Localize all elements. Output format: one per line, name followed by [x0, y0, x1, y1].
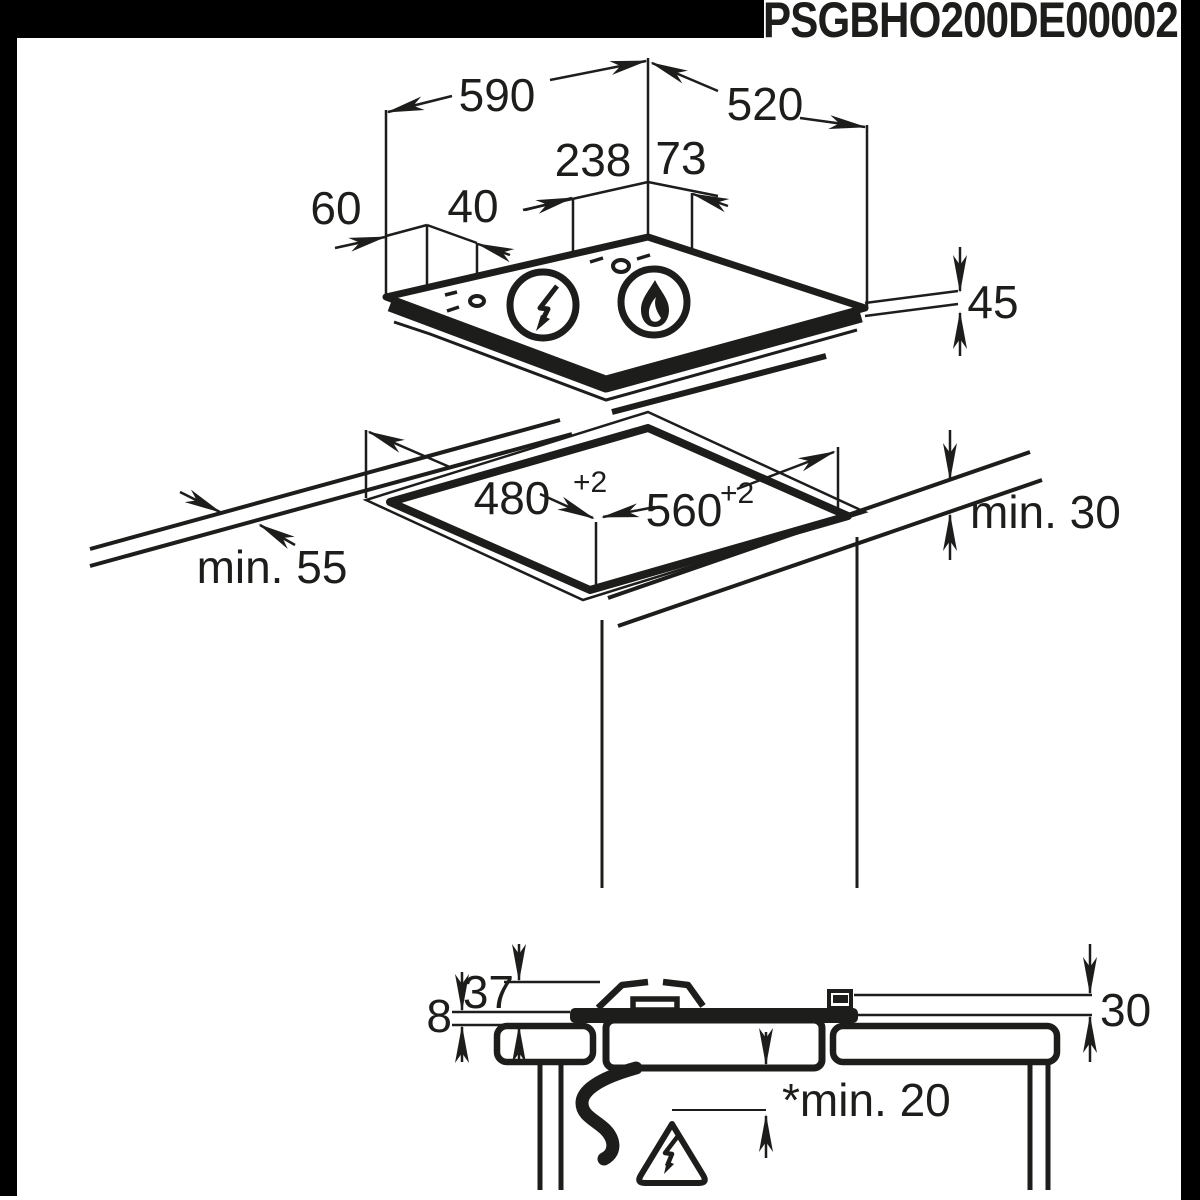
leader-45-bottom	[864, 302, 959, 318]
ignition-dot-gas	[611, 258, 631, 274]
center-mark-dashes	[444, 253, 651, 313]
fixing-clamp-screw	[833, 995, 848, 1003]
worktop-edge-left-top	[89, 418, 561, 551]
dim-front-clearance-label: min. 55	[197, 541, 348, 593]
model-code: PSGBHO200DE00002	[763, 0, 1178, 48]
dim-bottom-clearance-label: *min. 20	[782, 1074, 951, 1126]
arrow-min55-lower	[258, 523, 296, 549]
arrow-560-left	[601, 503, 656, 519]
dim-top-height-label: 30	[1100, 984, 1151, 1036]
arrow-560-right	[736, 450, 836, 491]
warning-bolt-tip	[664, 1161, 674, 1174]
lightning-bolt-icon	[536, 284, 559, 331]
flame-inner	[648, 297, 661, 322]
warning-bolt-shaft	[662, 1134, 680, 1167]
hob-top-view: 590 520 238 73 60 40 45	[310, 58, 1019, 415]
frame-top	[0, 0, 764, 38]
worktop-cutout-view: 480 +2 560 +2 min. 55 min. 30	[89, 410, 1121, 888]
arrow-480-right	[539, 492, 595, 520]
pan-support-right	[662, 978, 706, 1008]
worktop-edge-right-bottom	[617, 478, 1043, 628]
arrow-40	[476, 242, 515, 263]
arrow-min55-upper	[179, 489, 222, 514]
glass-plate-section	[570, 1008, 858, 1023]
cabinet-rail-right	[829, 1022, 1061, 1066]
hob-shadow-line	[611, 353, 827, 415]
dim-ignition-offset-label: 60	[310, 182, 361, 234]
dim-depth-label: 520	[727, 78, 804, 130]
hob-bottom-edge	[393, 320, 858, 402]
dim-support-height-label: 37	[463, 966, 514, 1018]
burner-cap	[630, 996, 680, 1013]
dim-burner-center-label: 238	[555, 134, 632, 186]
frame-right	[1181, 0, 1200, 1200]
dim-roof-40	[426, 223, 478, 245]
worktop-edge-left-bottom	[89, 432, 573, 568]
arrow-238	[524, 196, 574, 214]
cutout-outline-thin	[362, 410, 869, 602]
hob-housing-box	[602, 1016, 826, 1072]
dim-width-label: 590	[459, 69, 536, 121]
dim-burner-right-label: 73	[655, 132, 706, 184]
pan-support-left	[595, 978, 649, 1011]
dash-mark	[444, 290, 458, 297]
arrow-480-left	[367, 430, 453, 470]
leader-45-top	[864, 289, 959, 305]
dim-roof-60	[385, 223, 428, 238]
dim-cutout-width-tolerance: +2	[720, 477, 754, 510]
electrical-warning-triangle-icon	[636, 1121, 708, 1186]
cutout-opening	[386, 424, 852, 594]
dim-worktop-thickness-label: min. 30	[970, 486, 1121, 538]
dim-cutout-width-label: 560	[646, 484, 723, 536]
flame-icon	[641, 280, 669, 327]
arrow-520-right	[799, 115, 867, 129]
dim-cutout-depth-tolerance: +2	[573, 466, 607, 499]
dim-height-label: 45	[967, 276, 1018, 328]
dash-mark	[636, 253, 651, 261]
dim-roof-right	[647, 180, 719, 198]
lightning-bolt-shaft	[537, 284, 559, 325]
lightning-bolt-tip	[536, 315, 550, 331]
installation-section-view: 8 37 30 *min. 20	[426, 944, 1151, 1190]
arrow-590-left	[386, 94, 453, 114]
arrow-590-right	[549, 59, 648, 82]
ignition-dot-left	[468, 294, 486, 308]
mains-cable	[575, 1061, 643, 1166]
hob-side-band	[387, 298, 863, 393]
arrow-60	[334, 235, 387, 252]
dash-mark	[589, 256, 604, 264]
dim-ignition-spacing-label: 40	[447, 180, 498, 232]
cabinet-rail-left	[493, 1022, 597, 1066]
arrow-520-left	[650, 61, 719, 93]
dash-mark	[446, 305, 460, 313]
arrow-73	[691, 192, 730, 213]
dim-glass-thickness-label: 8	[426, 990, 452, 1042]
frame-left	[0, 0, 17, 1196]
dim-cutout-depth-label: 480	[474, 472, 551, 524]
